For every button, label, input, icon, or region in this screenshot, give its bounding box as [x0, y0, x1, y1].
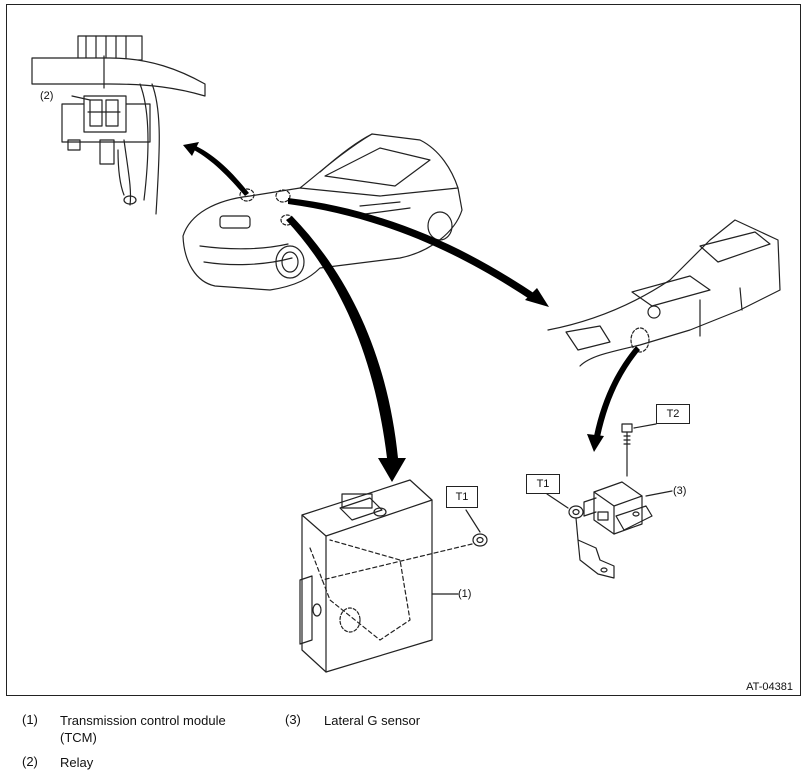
legend-number-1: (1) [22, 712, 38, 727]
diagram-frame [6, 4, 801, 696]
sensor-illustration [546, 423, 673, 579]
torque-label-sensor-nut: T1 [526, 474, 560, 494]
figure-code: AT-04381 [746, 681, 793, 693]
console-illustration [547, 219, 781, 367]
torque-label-tcm-nut: T1 [446, 486, 478, 508]
legend-number-3: (3) [285, 712, 301, 727]
callout-sensor: (3) [673, 485, 687, 497]
legend-number-2: (2) [22, 754, 38, 769]
torque-label-sensor-bolt: T2 [656, 404, 690, 424]
location-arrows [183, 142, 640, 482]
legend-text-sensor: Lateral G sensor [324, 713, 421, 728]
legend-text-tcm: Transmission control module (TCM) [60, 713, 226, 745]
callout-relay: (2) [40, 90, 54, 102]
legend-text-relay: Relay [60, 755, 94, 770]
car-illustration [182, 133, 463, 291]
callout-tcm: (1) [458, 588, 472, 600]
relay-assembly-illustration [31, 35, 206, 215]
tcm-illustration [299, 479, 488, 673]
